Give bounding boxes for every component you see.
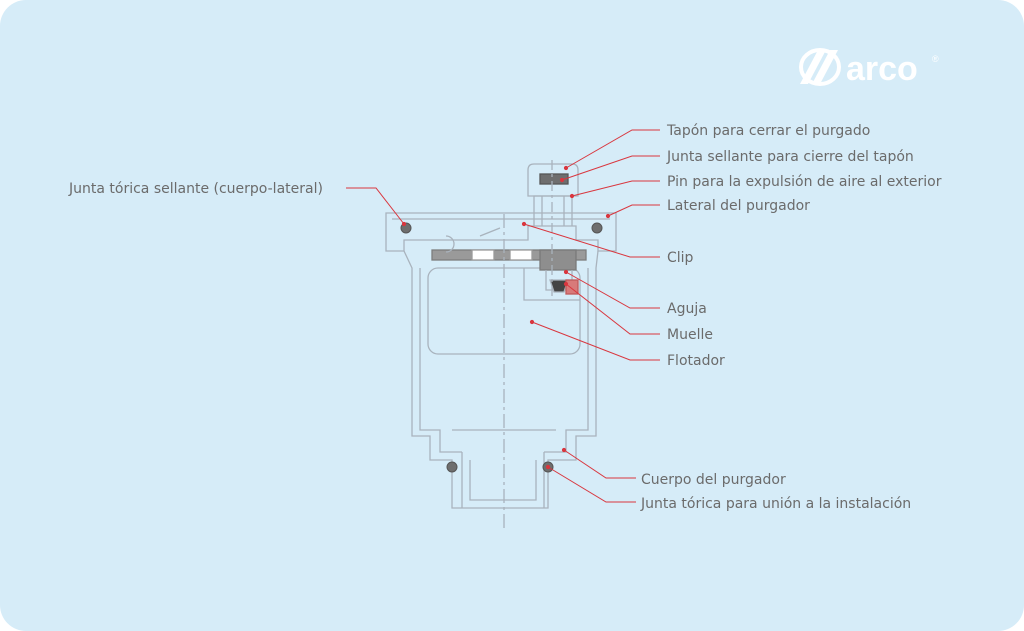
label-pin: Pin para la expulsión de aire al exterio… [667, 174, 942, 190]
arco-logo: arco ® [799, 48, 939, 88]
label-aguja: Aguja [667, 301, 707, 317]
o-ring-seals [400, 222, 603, 473]
label-cuerpo: Cuerpo del purgador [641, 472, 786, 488]
needle-shape [549, 279, 569, 293]
arco-logo-text: arco [846, 50, 918, 88]
label-junta-lateral: Junta tórica sellante (cuerpo-lateral) [68, 181, 323, 197]
label-junta-sellante: Junta sellante para cierre del tapón [666, 149, 914, 165]
arco-logo-mark-icon [799, 48, 841, 86]
label-junta-union: Junta tórica para unión a la instalación [640, 496, 911, 512]
o-ring-left-bottom [446, 461, 458, 473]
label-tapon: Tapón para cerrar el purgado [666, 123, 870, 139]
arco-logo-registered: ® [932, 54, 939, 64]
cap-seal [539, 173, 569, 185]
leader-lines [346, 129, 660, 503]
label-flotador: Flotador [667, 353, 725, 369]
purgador-body [385, 160, 617, 530]
label-muelle: Muelle [667, 327, 713, 343]
label-lateral: Lateral del purgador [667, 198, 810, 214]
o-ring-right-top [591, 222, 603, 234]
clip-bar [431, 249, 587, 261]
label-clip: Clip [667, 250, 694, 266]
